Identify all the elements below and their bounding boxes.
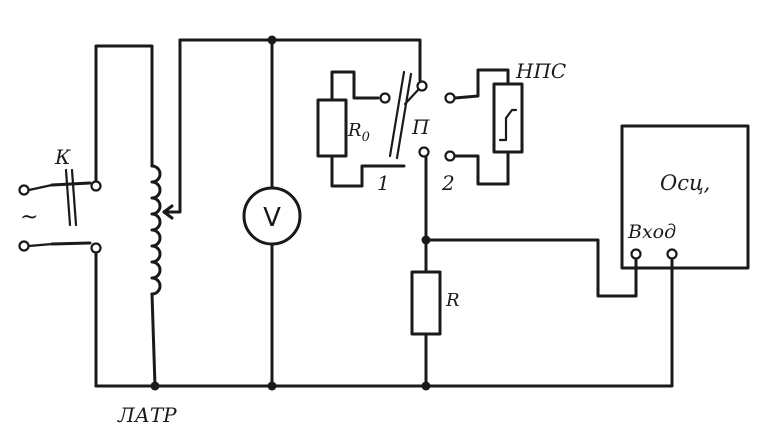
switch-p <box>388 70 430 160</box>
test-element-nps <box>444 68 524 186</box>
input-terminal-1 <box>630 248 642 260</box>
voltmeter-label: V <box>263 203 281 233</box>
input-label: Вход <box>627 221 676 243</box>
ac-symbol-label: ~ <box>20 205 38 230</box>
oscilloscope <box>620 124 750 270</box>
wiring <box>94 38 674 388</box>
latr-label: ЛАТР <box>117 403 177 427</box>
test-element-label: НПС <box>515 59 566 83</box>
latr-autotransformer <box>94 38 182 388</box>
labels: К ~ ЛАТР R0 П 1 2 НПС R Осц, Вход <box>20 59 710 427</box>
switch-p-label: П <box>411 115 430 139</box>
r0-label: R0 <box>347 120 370 145</box>
switch-k <box>50 168 102 254</box>
junction-nodes <box>150 35 431 391</box>
resistor-r0 <box>316 70 406 188</box>
oscilloscope-label: Осц, <box>660 171 710 195</box>
resistor-r-label: R <box>445 290 460 311</box>
position-1-label: 1 <box>377 171 390 195</box>
voltmeter: V <box>242 186 302 246</box>
position-2-label: 2 <box>441 171 455 195</box>
switch-k-label: К <box>54 145 71 169</box>
input-terminal-2 <box>666 248 678 260</box>
resistor-r <box>410 270 442 336</box>
mains-input <box>18 183 54 252</box>
